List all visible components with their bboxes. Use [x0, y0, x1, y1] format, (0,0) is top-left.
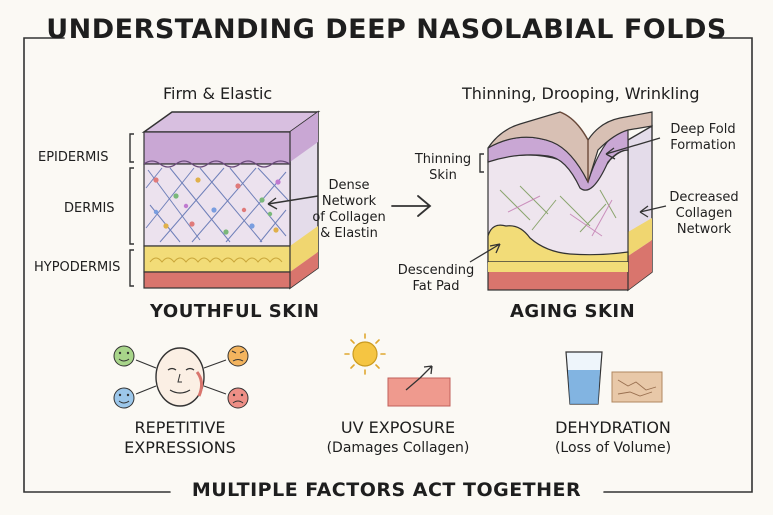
thinning-skin-line: Thinning — [414, 152, 472, 167]
label-hypodermis: HYPODERMIS — [34, 260, 121, 275]
factor-uv-name: UV EXPOSURE — [330, 418, 466, 438]
deep-fold-line: Formation — [670, 138, 736, 153]
deep-fold-label: Deep Fold Formation — [662, 122, 744, 154]
factor-uv-description: (Damages Collagen) — [326, 440, 470, 456]
aging-collagen-network — [499, 185, 617, 233]
face-icon — [155, 347, 205, 407]
youthful-muscle-layer — [143, 271, 291, 289]
collagen-note-line: Dense — [328, 178, 370, 193]
descending-fat-label: Descending Fat Pad — [394, 263, 478, 295]
decreased-collagen-line: Decreased — [669, 190, 739, 205]
sun-icon — [344, 333, 386, 375]
factor-name-line: EXPRESSIONS — [124, 438, 236, 457]
factor-expressions-name: REPETITIVE EXPRESSIONS — [112, 418, 248, 458]
collagen-note: Dense Network of Collagen & Elastin — [300, 178, 398, 242]
decreased-collagen-label: Decreased Collagen Network — [664, 190, 744, 238]
collagen-note-line: & Elastin — [320, 226, 378, 241]
angry-orange-icon — [227, 345, 249, 367]
decreased-collagen-line: Network — [676, 222, 732, 237]
dry-skin-icon — [611, 371, 663, 403]
decreased-collagen-line: Collagen — [675, 206, 733, 221]
sad-red-icon — [227, 387, 249, 409]
descending-fat-line: Descending — [397, 263, 475, 278]
youthful-epidermis-layer — [143, 131, 291, 165]
factor-name-line: REPETITIVE — [134, 418, 226, 437]
happy-blue-icon — [113, 387, 135, 409]
youthful-header: Firm & Elastic — [163, 84, 273, 103]
aging-fat-pad — [487, 224, 629, 263]
factor-name-line: UV EXPOSURE — [340, 418, 456, 437]
deep-fold-line: Deep Fold — [670, 122, 736, 137]
thinning-skin-line: Skin — [429, 168, 457, 183]
footer: MULTIPLE FACTORS ACT TOGETHER — [191, 479, 582, 501]
descending-fat-line: Fat Pad — [412, 279, 460, 294]
aging-caption: AGING SKIN — [510, 301, 636, 322]
youthful-hypodermis-layer — [143, 245, 291, 273]
label-dermis: DERMIS — [64, 201, 115, 216]
collagen-note-line: of Collagen — [312, 210, 386, 225]
youthful-caption: YOUTHFUL SKIN — [150, 301, 320, 322]
label-epidermis: EPIDERMIS — [38, 150, 109, 165]
page-title: UNDERSTANDING DEEP NASOLABIAL FOLDS — [46, 14, 727, 45]
happy-green-icon — [113, 345, 135, 367]
youthful-cell-dots — [153, 177, 281, 235]
factor-name-line: DEHYDRATION — [555, 418, 671, 437]
factor-dehydration-description: (Loss of Volume) — [554, 440, 672, 456]
collagen-note-line: Network — [321, 194, 377, 209]
aging-header: Thinning, Drooping, Wrinkling — [462, 84, 700, 103]
water-glass-icon — [565, 351, 603, 405]
thinning-skin-label: Thinning Skin — [408, 152, 478, 184]
factor-dehydration-name: DEHYDRATION — [548, 418, 678, 438]
skin-patch-icon — [387, 377, 451, 407]
